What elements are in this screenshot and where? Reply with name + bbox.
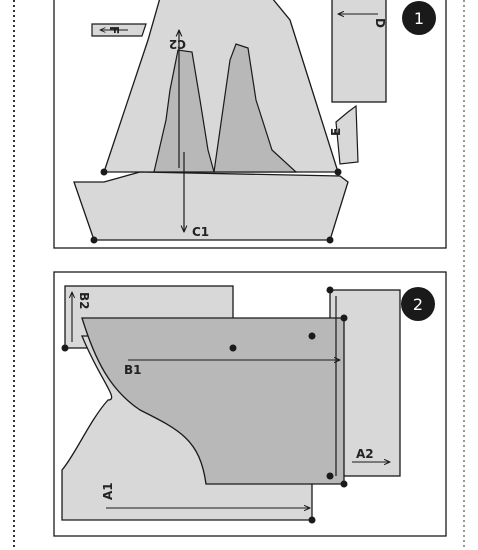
corner-dot [61,344,69,352]
pattern-piece-c2-right-dart [213,43,298,173]
step-badge-2-number: 2 [413,295,423,314]
step-badge-1-number: 1 [414,9,424,28]
pattern-piece-c1 [73,171,349,241]
corner-dot [90,236,98,244]
corner-dot [334,168,342,176]
step-badge-1 [402,1,436,35]
label-c1: C1 [192,225,209,239]
corner-dot [326,472,334,480]
panel-2: B2 B1 A1 A2 2 [53,271,447,537]
corner-dot [340,480,348,488]
label-b2: B2 [77,292,91,310]
label-b1: B1 [124,363,142,377]
corner-dot [100,168,108,176]
label-e: E [329,128,343,136]
step-badge-2 [401,287,435,321]
corner-dot [308,516,316,524]
label-c2: C2 [169,37,186,51]
corner-dot [326,236,334,244]
pattern-piece-e [335,104,359,165]
panel-1: C2 C1 F D E 1 [53,0,447,249]
pattern-piece-c2-left-dart [153,49,215,173]
corner-dot [326,286,334,294]
corner-dot [340,314,348,322]
label-a1: A1 [101,482,115,500]
pattern-piece-d [331,0,387,103]
label-a2: A2 [356,447,374,461]
corner-dot [229,344,237,352]
label-d: D [373,18,387,28]
corner-dot [308,332,316,340]
